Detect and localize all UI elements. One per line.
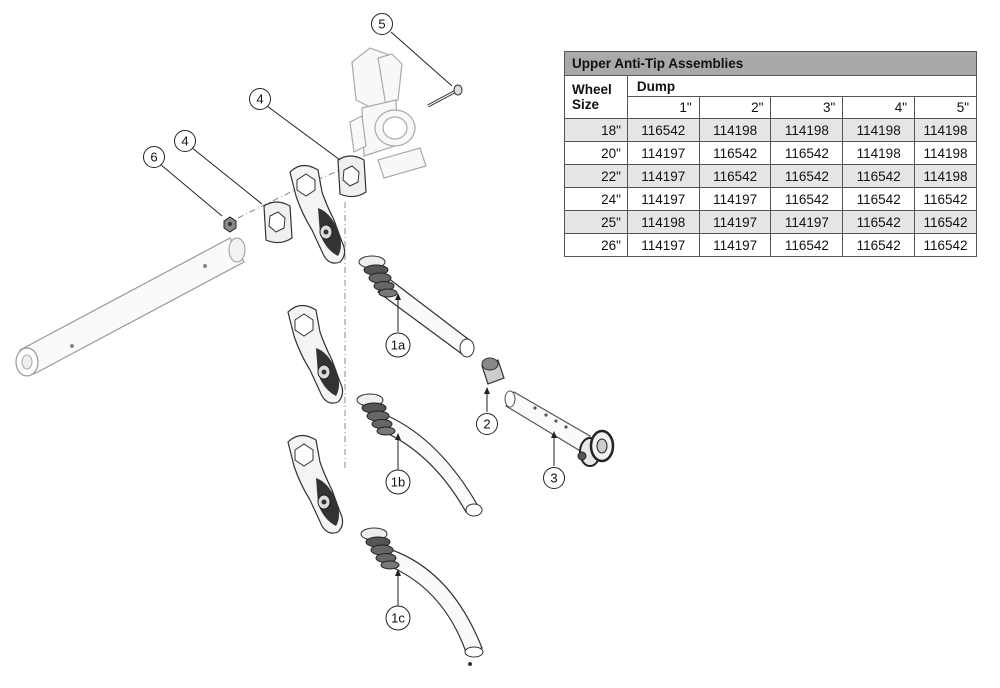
table-row: 22" 114197 116542 116542 116542 114198 [564, 164, 977, 188]
svg-text:5: 5 [378, 17, 385, 32]
anti-tip-arm-1a [289, 164, 475, 358]
part-number-cell: 114197 [626, 187, 700, 211]
bracket-part-4-right [337, 155, 367, 198]
table-row: 18" 116542 114198 114198 114198 114198 [564, 118, 977, 142]
frame-tube [15, 237, 246, 377]
callout-6: 6 [143, 146, 165, 168]
table-row: 26" 114197 114197 116542 116542 116542 [564, 233, 977, 257]
part-number-cell: 114197 [626, 233, 700, 257]
part-number-cell: 116542 [842, 164, 916, 188]
leader-arrowheads [395, 293, 557, 576]
part-number-cell: 116542 [698, 141, 772, 165]
part-number-cell: 114197 [626, 164, 700, 188]
callout-5: 5 [371, 13, 393, 35]
part-number-cell: 116542 [842, 233, 916, 257]
dump-col-5: 5" [914, 96, 977, 119]
part-number-cell: 114198 [914, 141, 977, 165]
part-number-cell: 116542 [770, 164, 844, 188]
part-number-cell: 116542 [914, 210, 977, 234]
part-number-cell: 114197 [626, 141, 700, 165]
svg-text:4: 4 [181, 134, 188, 149]
part-number-cell: 116542 [914, 187, 977, 211]
dump-header: Dump [626, 75, 978, 97]
callout-2: 2 [476, 413, 498, 435]
part-number-cell: 114198 [842, 118, 916, 142]
anti-tip-arm-1b [287, 304, 483, 517]
part-number-cell: 116542 [698, 164, 772, 188]
callout-4-lower: 4 [174, 130, 196, 152]
wheel-size-cell: 18" [564, 118, 628, 142]
table-row: 24" 114197 114197 116542 116542 116542 [564, 187, 977, 211]
callout-4-upper: 4 [249, 88, 271, 110]
wheel-size-cell: 25" [564, 210, 628, 234]
part-number-cell: 114198 [914, 118, 977, 142]
part-number-cell: 114198 [770, 118, 844, 142]
callout-3: 3 [543, 467, 565, 489]
part-number-cell: 114197 [698, 210, 772, 234]
table-header-row: Wheel Size Dump [564, 75, 978, 119]
callout-1c: 1c [385, 605, 411, 631]
part-number-cell: 116542 [914, 233, 977, 257]
wheel-size-cell: 20" [564, 141, 628, 165]
table-row: 25" 114198 114197 114197 116542 116542 [564, 210, 977, 234]
parts-table: Upper Anti-Tip Assemblies Wheel Size Dum… [564, 51, 978, 257]
wheel-size-header: Wheel Size [564, 75, 628, 119]
svg-text:1c: 1c [391, 611, 405, 626]
part-number-cell: 114197 [698, 187, 772, 211]
part-number-cell: 114198 [914, 164, 977, 188]
svg-text:2: 2 [483, 417, 490, 432]
part-number-cell: 116542 [770, 141, 844, 165]
part-number-cell: 114197 [698, 233, 772, 257]
part-number-cell: 116542 [842, 210, 916, 234]
wheel-size-cell: 26" [564, 233, 628, 257]
part-number-cell: 114198 [626, 210, 700, 234]
anti-tip-wheel-part-3 [504, 390, 615, 467]
dump-col-4: 4" [842, 96, 916, 119]
part-number-cell: 116542 [770, 187, 844, 211]
alignment-lines [237, 167, 346, 470]
part-number-cell: 116542 [842, 187, 916, 211]
part-number-cell: 114197 [770, 210, 844, 234]
table-title: Upper Anti-Tip Assemblies [564, 51, 977, 76]
nut-part-6 [223, 216, 237, 233]
callout-1b: 1b [385, 469, 411, 495]
dump-col-1: 1" [626, 96, 700, 119]
bushing-part-2 [481, 357, 505, 385]
table-row: 20" 114197 116542 116542 114198 114198 [564, 141, 977, 165]
part-number-cell: 114198 [698, 118, 772, 142]
table-title-row: Upper Anti-Tip Assemblies [564, 51, 977, 76]
anti-tip-arm-1c [287, 434, 484, 666]
wheel-size-cell: 22" [564, 164, 628, 188]
dump-col-2: 2" [698, 96, 772, 119]
wheel-size-cell: 24" [564, 187, 628, 211]
svg-text:1b: 1b [391, 475, 405, 490]
part-number-cell: 116542 [770, 233, 844, 257]
svg-text:6: 6 [150, 150, 157, 165]
callout-1a: 1a [385, 332, 411, 358]
dump-col-3: 3" [770, 96, 844, 119]
part-number-cell: 116542 [626, 118, 700, 142]
bracket-part-4-left [263, 201, 293, 244]
leader-lines [159, 31, 555, 606]
svg-text:1a: 1a [391, 338, 406, 353]
svg-text:3: 3 [550, 471, 557, 486]
bolt-part-5 [427, 84, 463, 108]
svg-text:4: 4 [256, 92, 263, 107]
frame-clamp [349, 47, 427, 179]
part-number-cell: 114198 [842, 141, 916, 165]
